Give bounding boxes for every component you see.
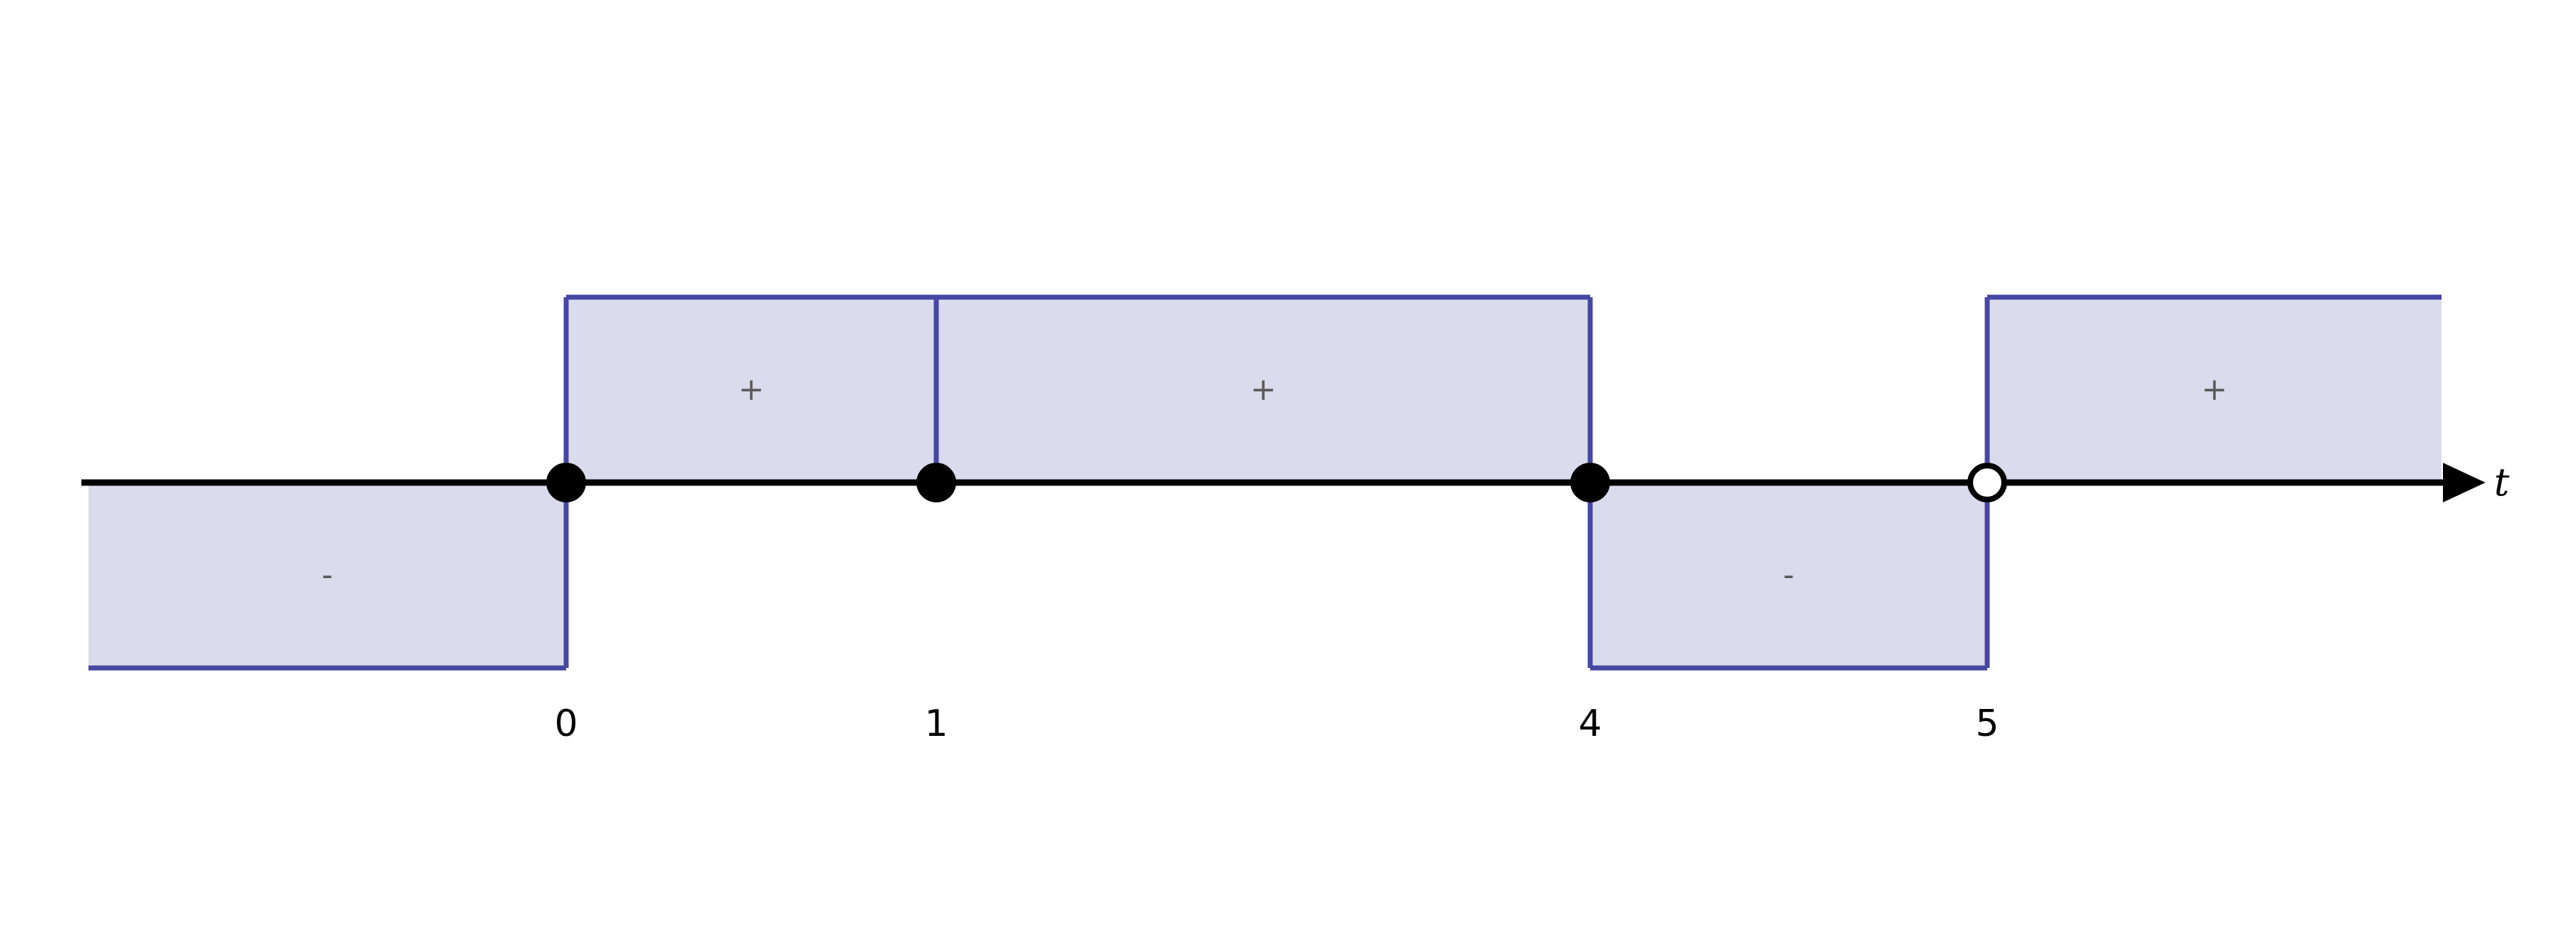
sign-label-4: + xyxy=(2202,371,2228,408)
open-point-3 xyxy=(1967,463,2007,502)
sign-label-2: + xyxy=(1250,371,1277,408)
sign-region-0 xyxy=(88,483,566,668)
axis-arrow-icon xyxy=(2443,463,2485,502)
critical-points xyxy=(546,463,2007,502)
tick-label-0: 0 xyxy=(554,703,577,745)
tick-labels: 0 1 4 5 xyxy=(554,703,1999,745)
sign-region-4 xyxy=(1987,297,2442,483)
number-line: t xyxy=(81,460,2509,505)
closed-point-0 xyxy=(546,463,586,502)
closed-point-1 xyxy=(916,463,956,502)
tick-label-3: 5 xyxy=(1975,703,1999,745)
tick-label-2: 4 xyxy=(1578,703,1602,745)
sign-region-1 xyxy=(566,297,936,483)
closed-point-2 xyxy=(1570,463,1610,502)
axis-variable-label: t xyxy=(2494,460,2509,505)
sign-label-3: - xyxy=(1783,557,1795,593)
tick-label-1: 1 xyxy=(924,703,948,745)
sign-region-2 xyxy=(936,297,1590,483)
sign-label-1: + xyxy=(738,371,764,408)
sign-regions: - + + - + xyxy=(88,294,2442,671)
sign-region-3 xyxy=(1590,483,1987,668)
sign-label-0: - xyxy=(322,557,333,593)
